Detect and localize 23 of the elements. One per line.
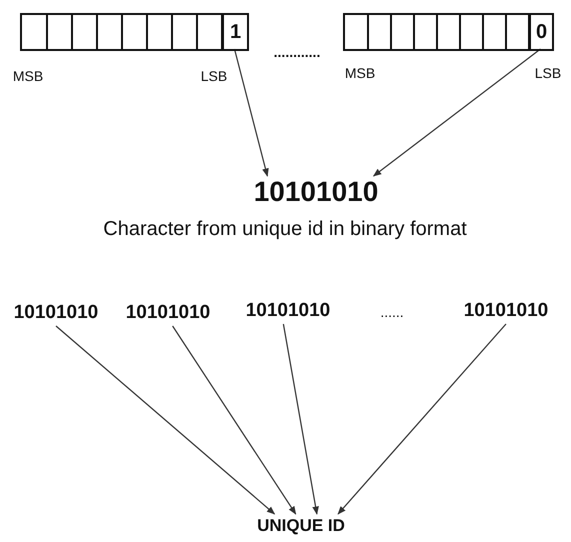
bit-register bbox=[343, 13, 554, 51]
bit-order-label: LSB bbox=[534, 64, 562, 83]
bit-order-label: LSB bbox=[200, 67, 228, 86]
binary-value: 10101010 bbox=[10, 300, 102, 326]
node-label: Character from unique id in binary format bbox=[102, 216, 468, 242]
arrow bbox=[338, 324, 506, 515]
binary-value: 10101010 bbox=[252, 176, 380, 208]
ellipsis: ............ bbox=[272, 44, 322, 60]
bit-order-label: MSB bbox=[344, 64, 376, 83]
binary-value: 10101010 bbox=[122, 300, 214, 326]
arrow bbox=[172, 326, 296, 515]
arrow bbox=[282, 324, 319, 515]
ellipsis: ...... bbox=[379, 303, 405, 322]
arrow bbox=[234, 48, 269, 177]
arrow bbox=[56, 326, 276, 515]
bit-cell: 0 bbox=[529, 15, 552, 49]
bit-order-label: MSB bbox=[12, 67, 44, 86]
arrow bbox=[372, 48, 541, 176]
binary-value: 10101010 bbox=[242, 298, 334, 324]
result-label: UNIQUE ID bbox=[248, 514, 354, 538]
bit-cell: 1 bbox=[222, 15, 247, 49]
bit-register bbox=[20, 13, 249, 51]
binary-value: 10101010 bbox=[460, 298, 552, 324]
